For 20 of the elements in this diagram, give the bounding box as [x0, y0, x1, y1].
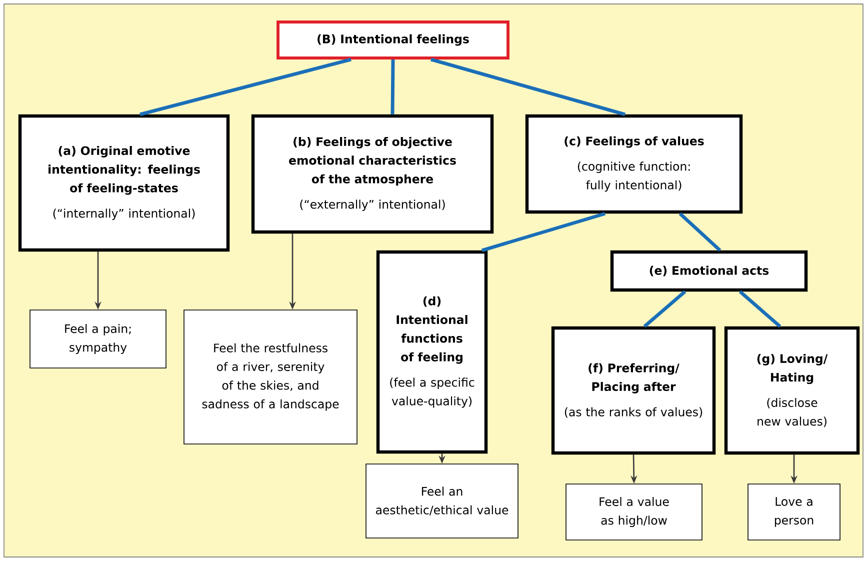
connector-line	[738, 290, 782, 328]
connector-line	[678, 212, 722, 252]
title-box: (B) Intentional feelings	[276, 20, 510, 60]
category-box: (f) Preferring/ Placing after (as the ranks of values)	[551, 326, 716, 455]
category-box: (d) Intentional functions of feeling (feel a specific value-quality)	[376, 250, 488, 454]
connector-line	[643, 290, 686, 328]
category-box: (e) Emotional acts	[610, 250, 808, 292]
example-box: Feel a value as high/low	[566, 484, 702, 540]
example-box: Feel a pain; sympathy	[30, 310, 166, 368]
category-box: (b) Feelings of objective emotional characteristics of the atmosphere (“externally” intentional)	[251, 114, 494, 234]
example-box: Love a person	[748, 484, 840, 540]
connector-line	[140, 58, 352, 116]
example-box: Feel an aesthetic/ethical value	[366, 464, 518, 538]
connector-line	[390, 59, 395, 114]
category-box: (g) Loving/ Hating (disclose new values)	[724, 326, 860, 455]
connector-line	[482, 212, 606, 252]
example-box: Feel the restfulness of a river, serenity of the skies, and sadness of a landscape	[184, 310, 358, 444]
category-box: (c) Feelings of values (cognitive function: fully intentional)	[525, 114, 743, 214]
category-box: (a) Original emotive intentionality: feelings of feeling-states (“internally” intentional)	[18, 114, 230, 252]
connector-line	[430, 58, 626, 116]
